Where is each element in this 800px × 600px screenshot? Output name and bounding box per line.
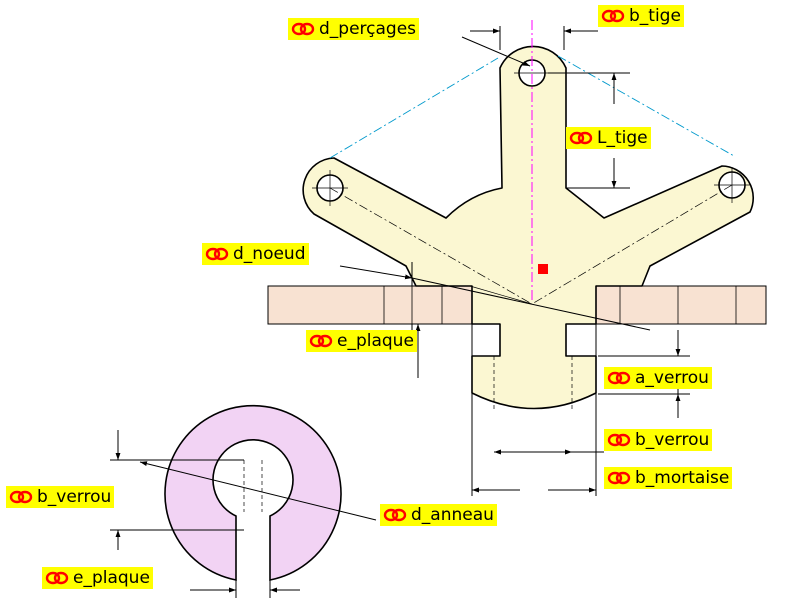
construction-lines (329, 20, 735, 305)
label-b-tige-text: b_tige (629, 6, 681, 26)
chain-link-icon (205, 247, 229, 261)
centroid-marker (538, 264, 548, 274)
chain-link-icon (383, 508, 407, 522)
label-d-anneau[interactable]: d_anneau (380, 504, 497, 526)
label-a-verrou[interactable]: a_verrou (604, 367, 712, 389)
label-d-noeud-text: d_noeud (233, 244, 306, 264)
label-b-verrou-right-text: b_verrou (635, 430, 710, 450)
label-b-verrou-right[interactable]: b_verrou (604, 429, 713, 451)
label-d-anneau-text: d_anneau (411, 505, 494, 525)
label-d-percages[interactable]: d_perçages (288, 18, 420, 40)
lock-hidden-lines (493, 356, 573, 410)
support-plate (267, 285, 767, 325)
label-d-percages-text: d_perçages (319, 19, 417, 39)
plate-right-section (591, 285, 767, 325)
ring-view (110, 404, 377, 598)
label-b-verrou-left-text: b_verrou (37, 487, 112, 507)
chain-link-icon (607, 371, 631, 385)
label-a-verrou-text: a_verrou (635, 368, 709, 388)
label-b-tige[interactable]: b_tige (598, 5, 684, 27)
chain-link-icon (309, 334, 333, 348)
label-b-mortaise[interactable]: b_mortaise (604, 467, 733, 489)
dimension-lines (339, 26, 690, 496)
lifting-part (302, 45, 755, 410)
chain-link-icon (9, 490, 33, 504)
drill-holes (312, 59, 750, 206)
label-d-noeud[interactable]: d_noeud (202, 243, 309, 265)
label-b-mortaise-text: b_mortaise (635, 468, 730, 488)
label-l-tige-text: L_tige (597, 128, 648, 148)
ring-shape (164, 404, 342, 581)
plate-left-section (267, 285, 473, 325)
label-e-plaque-top[interactable]: e_plaque (306, 330, 417, 352)
label-e-plaque-bottom-text: e_plaque (73, 568, 150, 588)
chain-link-icon (607, 433, 631, 447)
label-e-plaque-top-text: e_plaque (337, 331, 414, 351)
label-b-verrou-left[interactable]: b_verrou (6, 486, 115, 508)
chain-link-icon (607, 471, 631, 485)
chain-link-icon (601, 9, 625, 23)
chain-link-icon (45, 571, 69, 585)
label-e-plaque-bottom[interactable]: e_plaque (42, 567, 153, 589)
label-l-tige[interactable]: L_tige (566, 127, 651, 149)
chain-link-icon (569, 131, 593, 145)
chain-link-icon (291, 22, 315, 36)
